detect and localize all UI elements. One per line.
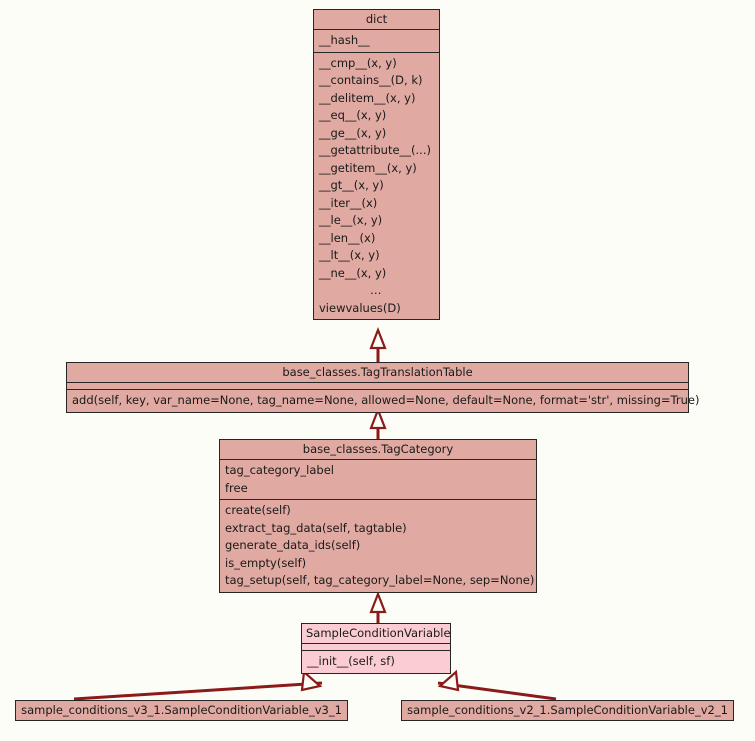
sampleconditionvariable-v3-1-name-compartment: sample_conditions_v3_1.SampleConditionVa…: [16, 701, 347, 720]
tagcategory-method: extract_tag_data(self, tagtable): [225, 520, 407, 535]
dict-method: __len__(x): [319, 230, 376, 245]
dict-method: __getattribute__(...): [319, 143, 431, 157]
class-box-tagcategory[interactable]: base_classes.TagCategory tag_category_la…: [219, 439, 537, 593]
edge-tagcategory-to-tagtranslationtable: [369, 406, 387, 439]
tagcategory-attribute: free: [225, 480, 248, 495]
dict-method: __getitem__(x, y): [319, 160, 417, 175]
tagtranslationtable-name-compartment: base_classes.TagTranslationTable: [67, 363, 688, 382]
tagcategory-method: generate_data_ids(self): [225, 538, 361, 552]
class-box-tagtranslationtable[interactable]: base_classes.TagTranslationTable add(sel…: [66, 362, 700, 413]
dict-class-name: dict: [365, 12, 388, 26]
sampleconditionvariable-class-name: SampleConditionVariable: [306, 626, 451, 640]
tagtranslationtable-attributes-compartment: [67, 382, 688, 389]
tagcategory-attribute: tag_category_label: [225, 463, 334, 477]
tagcategory-method: is_empty(self): [225, 555, 307, 570]
class-box-sampleconditionvariable[interactable]: SampleConditionVariable __init__(self, s…: [301, 623, 451, 674]
dict-method: __ge__(x, y): [319, 125, 387, 140]
sampleconditionvariable-v2-1-name-compartment: sample_conditions_v2_1.SampleConditionVa…: [402, 701, 733, 720]
dict-method: __lt__(x, y): [319, 248, 380, 262]
sampleconditionvariable-attributes-compartment: [302, 643, 450, 650]
tagcategory-method: tag_setup(self, tag_category_label=None,…: [225, 573, 535, 587]
dict-name-compartment: dict: [314, 10, 439, 29]
tagcategory-class-name: base_classes.TagCategory: [302, 442, 454, 456]
tagcategory-name-compartment: base_classes.TagCategory: [220, 440, 536, 459]
tagtranslationtable-methods-compartment: add(self, key, var_name=None, tag_name=N…: [67, 389, 700, 412]
dict-method: __contains__(D, k): [319, 73, 423, 87]
tagcategory-methods-compartment: create(self) extract_tag_data(self, tagt…: [220, 499, 536, 592]
dict-method: __ne__(x, y): [319, 265, 387, 280]
edge-tagtranslationtable-to-dict: [369, 326, 387, 362]
sampleconditionvariable-v2-1-class-name: sample_conditions_v2_1.SampleConditionVa…: [407, 703, 728, 717]
class-box-dict[interactable]: dict __hash__ __cmp__(x, y) __contains__…: [313, 9, 440, 320]
sampleconditionvariable-method: __init__(self, sf): [307, 654, 395, 668]
dict-attributes-compartment: __hash__: [314, 29, 439, 52]
tagcategory-attributes-compartment: tag_category_label free: [220, 459, 536, 499]
sampleconditionvariable-methods-compartment: __init__(self, sf): [302, 650, 450, 673]
dict-method: __gt__(x, y): [319, 178, 384, 192]
tagtranslationtable-method: add(self, key, var_name=None, tag_name=N…: [72, 393, 700, 407]
dict-method: viewvalues(D): [319, 300, 401, 315]
class-box-sampleconditionvariable-v3-1[interactable]: sample_conditions_v3_1.SampleConditionVa…: [15, 700, 348, 721]
edge-v2-1-to-sampleconditionvariable: [437, 669, 557, 701]
tagtranslationtable-class-name: base_classes.TagTranslationTable: [282, 365, 473, 379]
dict-method: __le__(x, y): [319, 213, 383, 227]
sampleconditionvariable-name-compartment: SampleConditionVariable: [302, 624, 451, 643]
dict-methods-compartment: __cmp__(x, y) __contains__(D, k) __delit…: [314, 51, 439, 320]
dict-method: __delitem__(x, y): [319, 90, 416, 105]
dict-method: __eq__(x, y): [319, 108, 387, 122]
tagcategory-method: create(self): [225, 503, 291, 517]
dict-methods-ellipsis: …: [370, 283, 383, 297]
dict-attribute: __hash__: [319, 33, 370, 47]
class-box-sampleconditionvariable-v2-1[interactable]: sample_conditions_v2_1.SampleConditionVa…: [401, 700, 734, 721]
sampleconditionvariable-v3-1-class-name: sample_conditions_v3_1.SampleConditionVa…: [21, 703, 342, 717]
edge-sampleconditionvariable-to-tagcategory: [369, 590, 387, 623]
dict-method: __iter__(x): [319, 195, 378, 210]
edge-v3-1-to-sampleconditionvariable: [73, 669, 323, 701]
dict-method: __cmp__(x, y): [319, 55, 397, 70]
